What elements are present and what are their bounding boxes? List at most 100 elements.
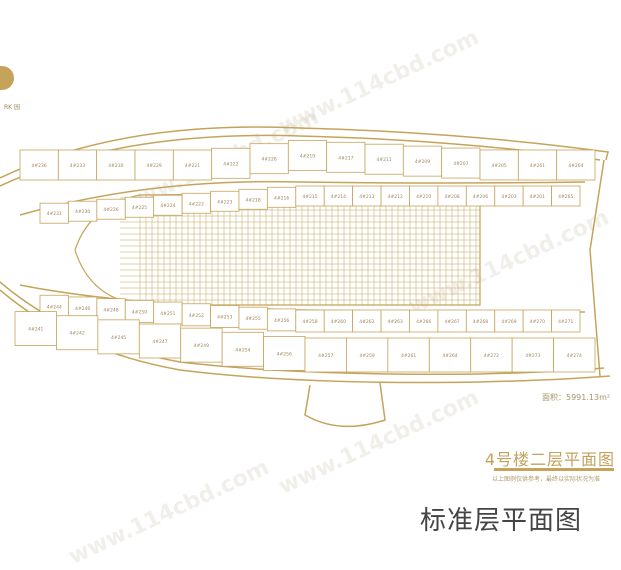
room-label: 4#203 <box>501 194 516 200</box>
room-top-outer <box>402 145 443 177</box>
room-top-outer <box>57 149 98 181</box>
room-top-outer <box>556 149 596 181</box>
outer-wall-top <box>0 126 609 179</box>
room-label: 4#256 <box>277 351 292 357</box>
room-label: 4#211 <box>377 157 392 163</box>
room-label: 4#212 <box>388 194 403 200</box>
room-label: 4#214 <box>331 194 346 200</box>
caption: 标准层平面图 <box>420 506 583 536</box>
room-label: 4#269 <box>501 319 516 325</box>
room-label: 4#261 <box>530 163 545 169</box>
watermark: www.114cbd.com <box>64 455 273 570</box>
room-label: 4#264 <box>568 163 583 169</box>
room-label: 4#246 <box>75 306 90 312</box>
room-label: 4#221 <box>185 163 200 169</box>
room-top-outer <box>134 149 174 181</box>
room-label: 4#219 <box>300 153 315 159</box>
title-underline <box>494 468 614 471</box>
rooms <box>14 139 596 373</box>
room-label: 4#210 <box>416 194 431 200</box>
room-bottom-outer <box>553 337 596 373</box>
room-label: 4#271 <box>558 319 573 325</box>
room-label: 4#218 <box>246 197 261 203</box>
room-top-inner <box>551 185 581 207</box>
area-label: 面积：5991.13m² <box>542 393 611 402</box>
room-top-outer <box>172 149 213 181</box>
room-label: 4#252 <box>189 313 204 319</box>
room-label: 4#207 <box>453 161 468 167</box>
room-label: 4#224 <box>160 203 175 209</box>
room-label: 4#229 <box>147 163 162 169</box>
room-label: 4#254 <box>235 347 250 353</box>
right-wall <box>589 159 605 377</box>
room-top-outer <box>249 143 289 175</box>
room-top-outer <box>441 147 481 179</box>
room-label: 4#233 <box>70 163 85 169</box>
room-top-outer <box>287 139 328 171</box>
room-label: 4#205 <box>492 163 507 169</box>
room-label: 4#228 <box>262 157 277 163</box>
room-top-outer <box>211 147 251 179</box>
disclaimer-note: 以上图例仅供参考，最终以实际状况为准 <box>492 476 601 483</box>
room-label: 4#256 <box>274 318 289 324</box>
room-label: 4#217 <box>338 155 353 161</box>
corridor-top <box>19 180 586 216</box>
room-label: 4#259 <box>360 353 375 359</box>
room-label: 4#272 <box>484 353 499 359</box>
logo-text: RK 园 <box>4 104 21 111</box>
room-label: 4#268 <box>473 319 488 325</box>
room-label: 4#231 <box>47 211 62 217</box>
room-label: 4#263 <box>388 319 403 325</box>
room-label: 4#226 <box>103 207 118 213</box>
room-label: 4#267 <box>444 319 459 325</box>
room-bottom-outer <box>428 337 472 373</box>
room-label: 4#248 <box>103 308 118 314</box>
room-label: 4#273 <box>525 353 540 359</box>
room-top-outer <box>326 141 366 173</box>
room-label: 4#274 <box>567 353 582 359</box>
room-label: 4#222 <box>223 161 238 167</box>
room-label: 4#264 <box>442 353 457 359</box>
room-bottom-outer <box>97 319 140 355</box>
room-label: 4#236 <box>32 163 47 169</box>
floor-plan: 4#236 4#233 4#230 4#229 4#221 4#222 4#228 4#219… <box>0 126 611 428</box>
room-label: 4#209 <box>415 159 430 165</box>
room-top-outer <box>364 143 404 175</box>
room-label: 4#222 <box>189 201 204 207</box>
logo-mark <box>0 66 14 90</box>
room-label: 4#244 <box>47 304 62 310</box>
room-label: 4#230 <box>108 163 123 169</box>
room-bottom-outer <box>511 337 554 373</box>
room-label: 4#215 <box>302 194 317 200</box>
room-label: 4#257 <box>318 353 333 359</box>
room-top-outer <box>517 149 558 181</box>
room-label: 4#250 <box>132 309 147 315</box>
room-label: 4#262 <box>359 319 374 325</box>
room-bottom-inner <box>551 309 581 333</box>
room-label: 4#258 <box>302 319 317 325</box>
room-label: 4#208 <box>444 194 459 200</box>
room-label: 4#206 <box>473 194 488 200</box>
room-bottom-outer <box>346 337 389 373</box>
room-label: 4#247 <box>152 339 167 345</box>
room-label: 4#265 <box>558 194 573 200</box>
room-label: 4#251 <box>160 311 175 317</box>
room-bottom-outer <box>221 331 264 367</box>
entrance-canopy <box>304 382 386 428</box>
room-label: 4#260 <box>331 319 346 325</box>
room-label: 4#270 <box>530 319 545 325</box>
room-label: 4#242 <box>70 331 85 337</box>
room-label: 4#230 <box>75 209 90 215</box>
room-label: 4#255 <box>246 316 261 322</box>
room-label: 4#201 <box>530 194 545 200</box>
room-label: 4#216 <box>274 195 289 201</box>
room-top-outer <box>19 149 59 181</box>
room-labels: 4#236 4#233 4#230 4#229 4#221 4#222 4#228 4#219… <box>28 153 583 359</box>
room-bottom-outer <box>304 337 347 373</box>
room-bottom-outer <box>263 336 306 371</box>
room-label: 4#249 <box>194 343 209 349</box>
room-label: 4#266 <box>416 319 431 325</box>
room-bottom-outer <box>470 337 513 373</box>
room-label: 4#225 <box>132 205 147 211</box>
room-top-outer <box>479 149 519 181</box>
